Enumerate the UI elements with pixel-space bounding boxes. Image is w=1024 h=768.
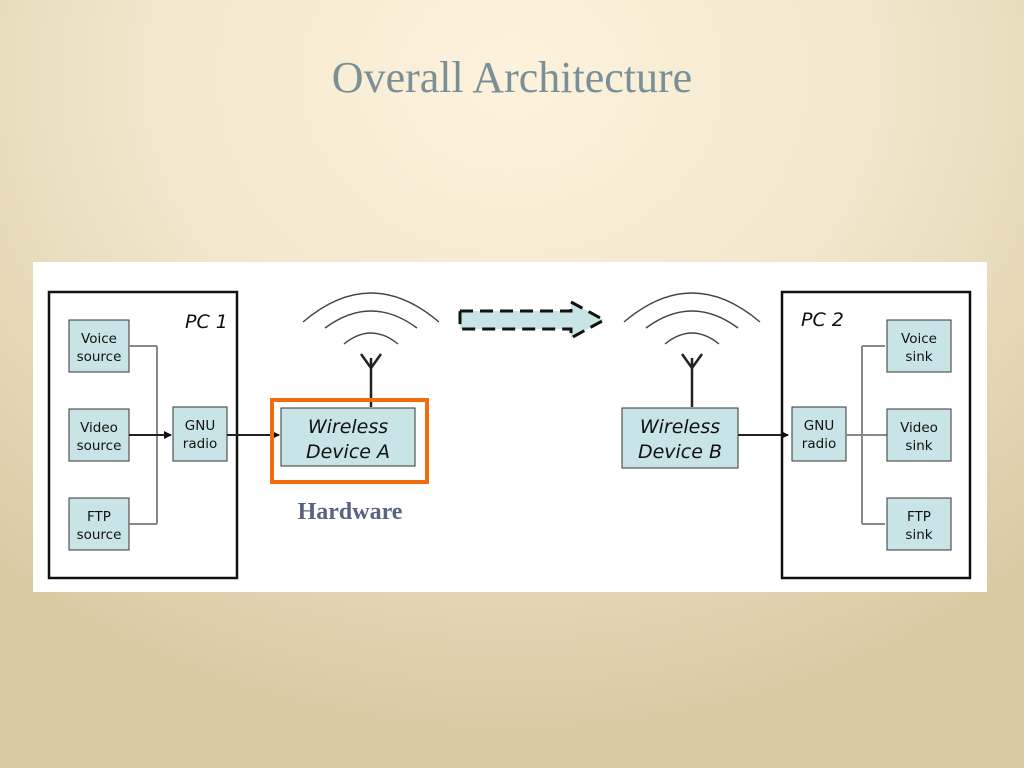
device-b-line1: Wireless bbox=[640, 416, 720, 438]
pc1-gnu-radio-block: GNU radio bbox=[172, 406, 228, 462]
video-source-line1: Video bbox=[80, 420, 118, 436]
pc2-gnu-radio-block: GNU radio bbox=[791, 406, 847, 462]
architecture-diagram: PC 1 Voice source Video source FTP sourc… bbox=[33, 262, 987, 592]
ftp-source-line1: FTP bbox=[87, 509, 111, 525]
pc2-label: PC 2 bbox=[801, 309, 844, 331]
voice-sink-block: Voice sink bbox=[886, 319, 952, 373]
hardware-label: Hardware bbox=[298, 499, 403, 525]
pc2-frame: PC 2 bbox=[780, 290, 972, 580]
video-source-line2: source bbox=[77, 438, 122, 454]
signal-waves-a-icon bbox=[302, 292, 440, 345]
voice-source-line1: Voice bbox=[81, 331, 117, 347]
transmission-arrow bbox=[458, 299, 608, 341]
hardware-highlight-box bbox=[270, 398, 429, 484]
pc1-radio-line1: GNU bbox=[185, 418, 215, 434]
signal-waves-b-icon bbox=[623, 292, 761, 345]
voice-sink-line2: sink bbox=[905, 349, 932, 365]
wireless-device-a-block: Wireless Device A bbox=[280, 407, 416, 467]
pc2-radio-line1: GNU bbox=[804, 418, 834, 434]
video-sink-block: Video sink bbox=[886, 408, 952, 462]
ftp-sink-line1: FTP bbox=[907, 509, 931, 525]
device-a-line1: Wireless bbox=[308, 416, 388, 438]
voice-sink-line1: Voice bbox=[901, 331, 937, 347]
voice-source-line2: source bbox=[77, 349, 122, 365]
video-source-block: Video source bbox=[68, 408, 130, 462]
ftp-source-line2: source bbox=[77, 527, 122, 543]
ftp-source-block: FTP source bbox=[68, 497, 130, 551]
ftp-sink-block: FTP sink bbox=[886, 497, 952, 551]
voice-source-block: Voice source bbox=[68, 319, 130, 373]
video-sink-line1: Video bbox=[900, 420, 938, 436]
pc1-label: PC 1 bbox=[185, 311, 228, 333]
antenna-b bbox=[680, 353, 704, 407]
slide-title: Overall Architecture bbox=[331, 53, 693, 102]
device-a-line2: Device A bbox=[306, 441, 390, 463]
video-sink-line2: sink bbox=[905, 438, 932, 454]
ftp-sink-line2: sink bbox=[905, 527, 932, 543]
device-b-line2: Device B bbox=[638, 441, 722, 463]
pc1-radio-line2: radio bbox=[183, 436, 217, 452]
wireless-device-b-block: Wireless Device B bbox=[621, 407, 739, 469]
pc2-radio-line2: radio bbox=[802, 436, 836, 452]
